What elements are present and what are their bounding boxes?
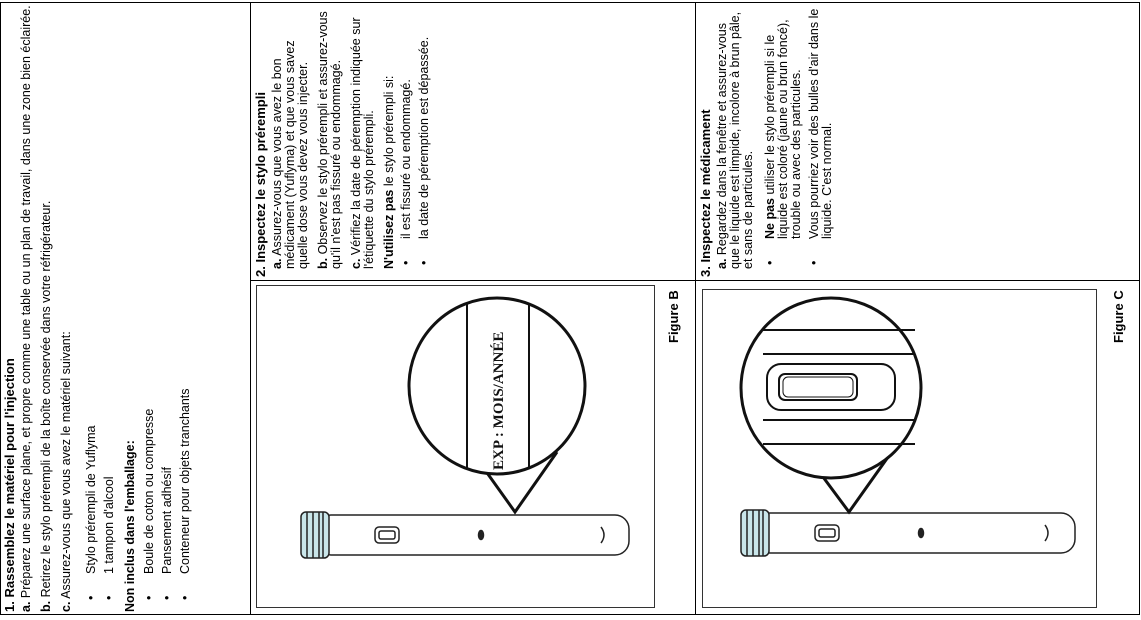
- step2-section: 2. Inspectez le stylo prérempli a. Assur…: [253, 5, 439, 277]
- step2-a-text: Assurez-vous que vous avez le bon médica…: [270, 40, 310, 269]
- column-divider-2: [695, 2, 696, 615]
- supplies-list: Stylo prérempli de Yuflyma 1 tampon d'al…: [84, 4, 116, 612]
- step2-b-label: b.: [316, 257, 330, 269]
- step3-a-label: a.: [715, 258, 729, 269]
- table-border-right: [1139, 2, 1140, 615]
- step1-b-text: Retirez le stylo prérempli de la boîte c…: [39, 200, 53, 601]
- figure-b-frame: EXP : MOIS/ANNÉE: [256, 285, 655, 608]
- step1-heading: 1. Rassemblez le matériel pour l'injecti…: [2, 358, 17, 612]
- list-item: Pansement adhésif: [160, 4, 174, 612]
- column-divider-1: [250, 2, 251, 615]
- list-item: Stylo prérempli de Yuflyma: [84, 4, 98, 612]
- step1-a-text: Préparez une surface plane, et propre co…: [19, 5, 33, 602]
- pen-illustration: [740, 509, 1076, 557]
- not-included-list: Boule de coton ou compresse Pansement ad…: [142, 4, 192, 612]
- step2-warning-text: le stylo prérempli si:: [382, 75, 396, 190]
- figure-b-illustration: EXP : MOIS/ANNÉE: [300, 296, 630, 559]
- step1-c-label: c.: [59, 601, 73, 612]
- step1-a-label: a.: [19, 601, 33, 612]
- step1-section: 1. Rassemblez le matériel pour l'injecti…: [2, 4, 200, 612]
- step3-list: Ne pas utiliser le stylo prérempli si le…: [763, 5, 834, 277]
- step2-a: a. Assurez-vous que vous avez le bon méd…: [270, 5, 310, 277]
- table-border-bottom: [0, 614, 1140, 615]
- list-item: il est fissuré ou endommagé.: [399, 5, 413, 277]
- list-item: Boule de coton ou compresse: [142, 4, 156, 612]
- step1-b: b. Retirez le stylo prérempli de la boît…: [39, 4, 53, 612]
- window-zoom: [763, 329, 915, 445]
- list-item: Conteneur pour objets tranchants: [178, 4, 192, 612]
- exp-label-area: [466, 304, 530, 468]
- step2-warning-bold: N'utilisez pas: [382, 189, 396, 269]
- magnifier-callout: [739, 296, 923, 515]
- step3-a-text: Regardez dans la fenêtre et assurez-vous…: [715, 11, 755, 269]
- step3-a: a. Regardez dans la fenêtre et assurez-v…: [715, 5, 755, 277]
- figure-c-illustration: [739, 296, 1076, 557]
- step2-warning: N'utilisez pas le stylo prérempli si:: [382, 5, 396, 277]
- list-item: Ne pas utiliser le stylo prérempli si le…: [763, 5, 803, 277]
- step1-b-label: b.: [39, 600, 53, 612]
- magnifier-callout: [407, 296, 587, 515]
- step3-item1-bold: Ne pas: [763, 198, 777, 239]
- list-item: 1 tampon d'alcool: [102, 4, 116, 612]
- step3-section: 3. Inspectez le médicament a. Regardez d…: [698, 5, 842, 277]
- step2-b-text: Observez le stylo prérempli et assurez-v…: [316, 11, 343, 269]
- figure-c-label: Figure C: [1111, 290, 1126, 343]
- figure-b-label: Figure B: [666, 290, 681, 343]
- exp-date-text: EXP : MOIS/ANNÉE: [490, 332, 507, 470]
- row-divider: [250, 280, 1140, 281]
- pen-illustration: [300, 511, 630, 559]
- table-border-top: [0, 2, 1140, 3]
- step1-c-text: Assurez-vous que vous avez le matériel s…: [59, 331, 73, 602]
- figure-c-frame: [702, 289, 1097, 608]
- step2-c-text: Vérifiez la date de péremption indiquée …: [349, 17, 376, 269]
- step2-c-label: c.: [349, 258, 363, 269]
- step2-list: il est fissuré ou endommagé. la date de …: [399, 5, 431, 277]
- step2-heading: 2. Inspectez le stylo prérempli: [253, 92, 268, 277]
- step2-c: c. Vérifiez la date de péremption indiqu…: [349, 5, 376, 277]
- step2-b: b. Observez le stylo prérempli et assure…: [316, 5, 343, 277]
- list-item: Vous pourriez voir des bulles d'air dans…: [807, 5, 834, 277]
- step2-a-label: a.: [270, 258, 284, 269]
- step1-a: a. Préparez une surface plane, et propre…: [19, 4, 33, 612]
- list-item: la date de péremption est dépassée.: [417, 5, 431, 277]
- table-border-left: [0, 2, 1, 615]
- step1-c: c. Assurez-vous que vous avez le matérie…: [59, 4, 73, 612]
- not-included-heading: Non inclus dans l'emballage:: [123, 440, 137, 612]
- step3-heading: 3. Inspectez le médicament: [698, 109, 713, 277]
